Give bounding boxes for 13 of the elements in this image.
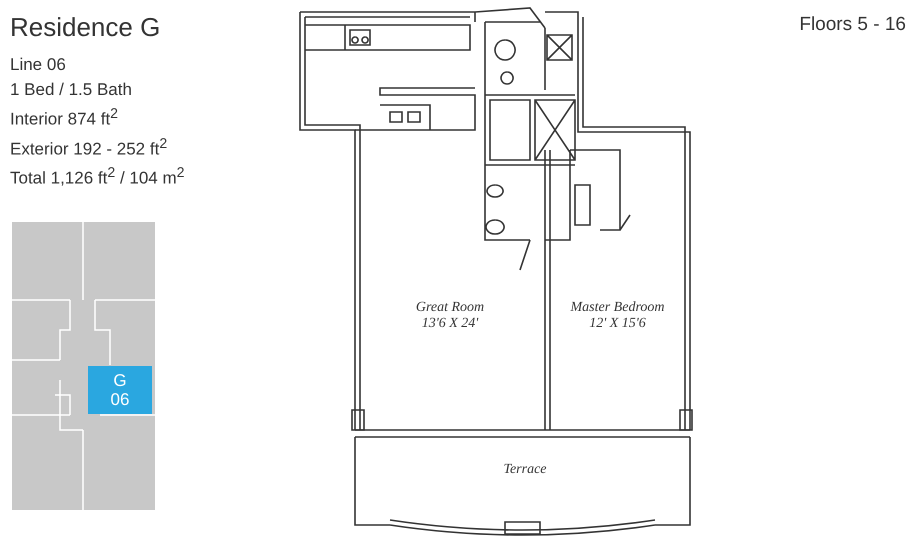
unit-info: Interior 874 ft$^{2}$ bbox=[10, 105, 120, 131]
unit-info: Total 1,126 ft$^{2}$ / 104 m$^{2}$ bbox=[10, 164, 185, 190]
highlighted-unit: G 06 bbox=[88, 366, 152, 414]
floors-label: Floors 5 - 16 bbox=[799, 13, 906, 37]
room-dimensions: 12' X 15'6 bbox=[588, 316, 647, 332]
room-name: Terrace bbox=[502, 462, 548, 478]
room-name: Great Room bbox=[414, 300, 486, 316]
unit-info: Line 06 bbox=[10, 54, 67, 76]
unit-info: 1 Bed / 1.5 Bath bbox=[10, 79, 133, 101]
room-dimensions: 13'6 X 24' bbox=[420, 316, 480, 332]
room-name: Master Bedroom bbox=[569, 300, 666, 316]
unit-info: Exterior 192 - 252 ft$^{2}$ bbox=[10, 134, 168, 160]
title: Residence G bbox=[10, 12, 160, 43]
